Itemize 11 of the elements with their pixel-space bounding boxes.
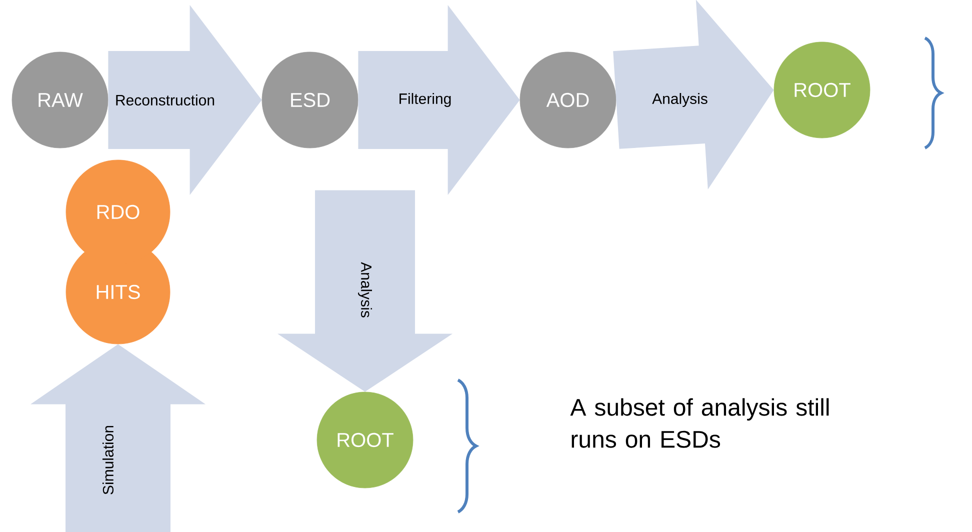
edge-label: Analysis [651, 92, 709, 108]
block-arrow [278, 190, 452, 392]
block-arrow [613, 0, 774, 190]
block-arrow [358, 5, 520, 195]
block-arrow [108, 5, 262, 195]
edge-label: Reconstruction [114, 94, 216, 106]
edge-label: Simulation [102, 424, 115, 496]
edge-label: Filtering [397, 92, 453, 108]
edge-label: Analysis [357, 261, 373, 319]
note-text: A subset of analysis still runs on ESDs [570, 398, 829, 448]
block-arrow [30, 344, 206, 532]
